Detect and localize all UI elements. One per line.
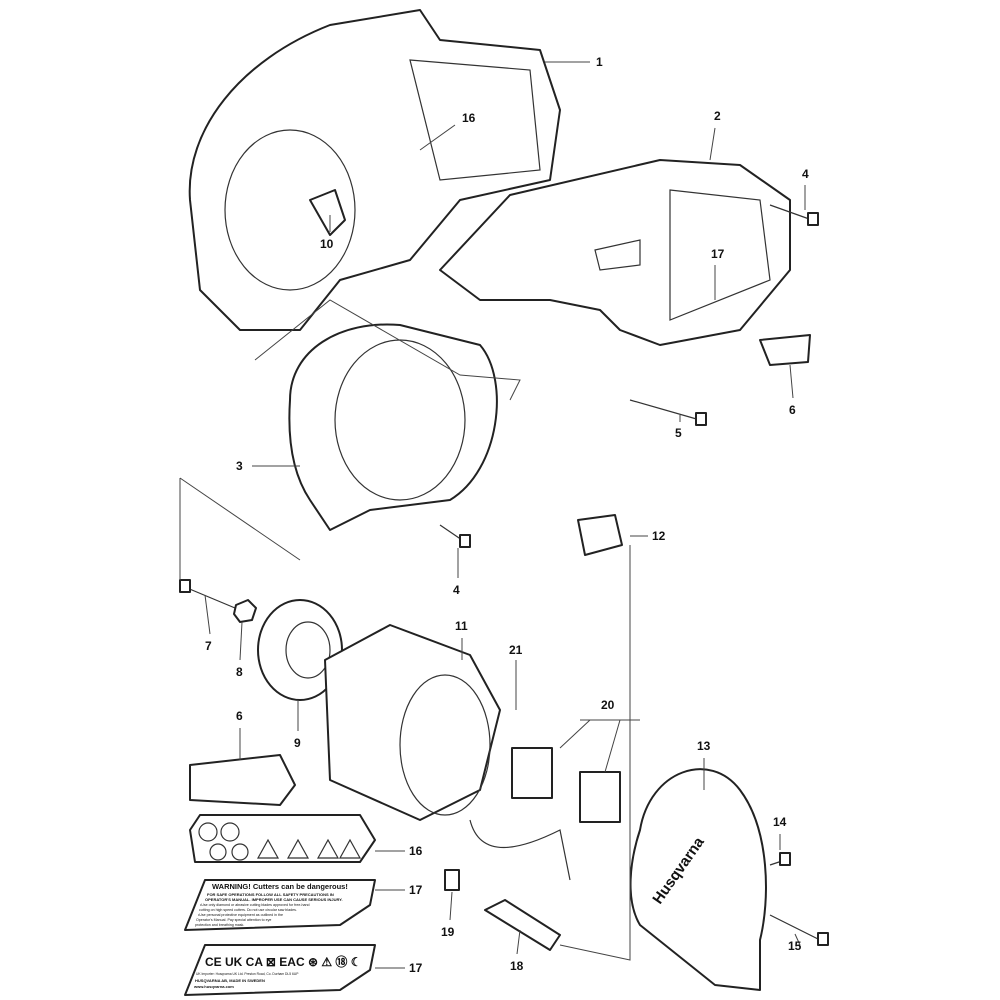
website-text: www.husqvarna.com [193,984,234,989]
callout: 4 [802,167,809,181]
made-in-text: HUSQVARNA AB, MADE IN SWEDEN [195,978,265,983]
part-label-small [759,334,811,366]
part-end-cover: Husqvarna [629,768,767,991]
callout: 3 [236,459,243,473]
part-fan-housing [288,323,498,531]
part-knob [309,189,346,236]
callout: 16 [409,844,423,858]
screw-icon [179,204,829,946]
callout: 20 [601,698,615,712]
callout: 7 [205,639,212,653]
part-nut [233,599,257,623]
callout: 13 [697,739,711,753]
part-switch-b [579,771,621,823]
sticker-warning: WARNING! Cutters can be dangerous! FOR S… [184,879,376,931]
part-housing-rear [188,9,561,331]
callout: 21 [509,643,523,657]
callout: 18 [510,959,524,973]
sticker-symbols [189,814,376,863]
callout: 12 [652,529,666,543]
part-label-lower [189,754,296,806]
warning-line: OPERATOR'S MANUAL. IMPROPER USE CAN CAUS… [205,897,343,902]
callout: 11 [455,619,468,633]
part-motor [324,624,501,821]
part-bracket [484,899,561,951]
callout: 5 [675,426,682,440]
warning-line: Operator's Manual. Pay special attention… [196,918,271,922]
callout: 2 [714,109,721,123]
warning-line: •Use personal protective equipment as ou… [198,913,283,917]
part-switch-a [511,747,553,799]
callout: 4 [453,583,460,597]
warning-line: FOR SAFE OPERATIONS FOLLOW ALL SAFETY PR… [207,892,334,897]
warning-line: •Use only diamond or abrasive cutting bl… [200,903,310,907]
warning-line: protection and breathing mask. [195,923,244,927]
callout-numbers: 1 16 2 4 10 17 6 5 3 12 4 7 8 9 11 21 20… [205,55,809,975]
callout: 17 [711,247,725,261]
part-pulley [257,599,343,701]
callout: 6 [236,709,243,723]
part-cover-handle [439,159,791,346]
callout: 6 [789,403,796,417]
callout: 9 [294,736,301,750]
leader-lines [179,61,806,969]
callout: 8 [236,665,243,679]
callout: 17 [409,961,423,975]
callout: 16 [462,111,476,125]
importer-text: UK Importer: Husqvarna UK Ltd. Preston R… [196,972,299,976]
warning-line: cutting on high speed cutters. Do not us… [199,908,297,912]
callout: 17 [409,883,423,897]
sticker-certifications: CE UK CA ⊠ EAC ⊛ ⚠ ⑱ ☾ UK Importer: Husq… [184,944,376,996]
callout: 10 [320,237,334,251]
cert-marks: CE UK CA ⊠ EAC ⊛ ⚠ ⑱ ☾ [205,954,362,969]
callout: 15 [788,939,802,953]
callout: 19 [441,925,455,939]
wire-harness [469,819,571,881]
warning-title: WARNING! Cutters can be dangerous! [212,882,348,891]
callout: 1 [596,55,603,69]
callout: 14 [773,815,787,829]
part-spring [577,514,623,556]
